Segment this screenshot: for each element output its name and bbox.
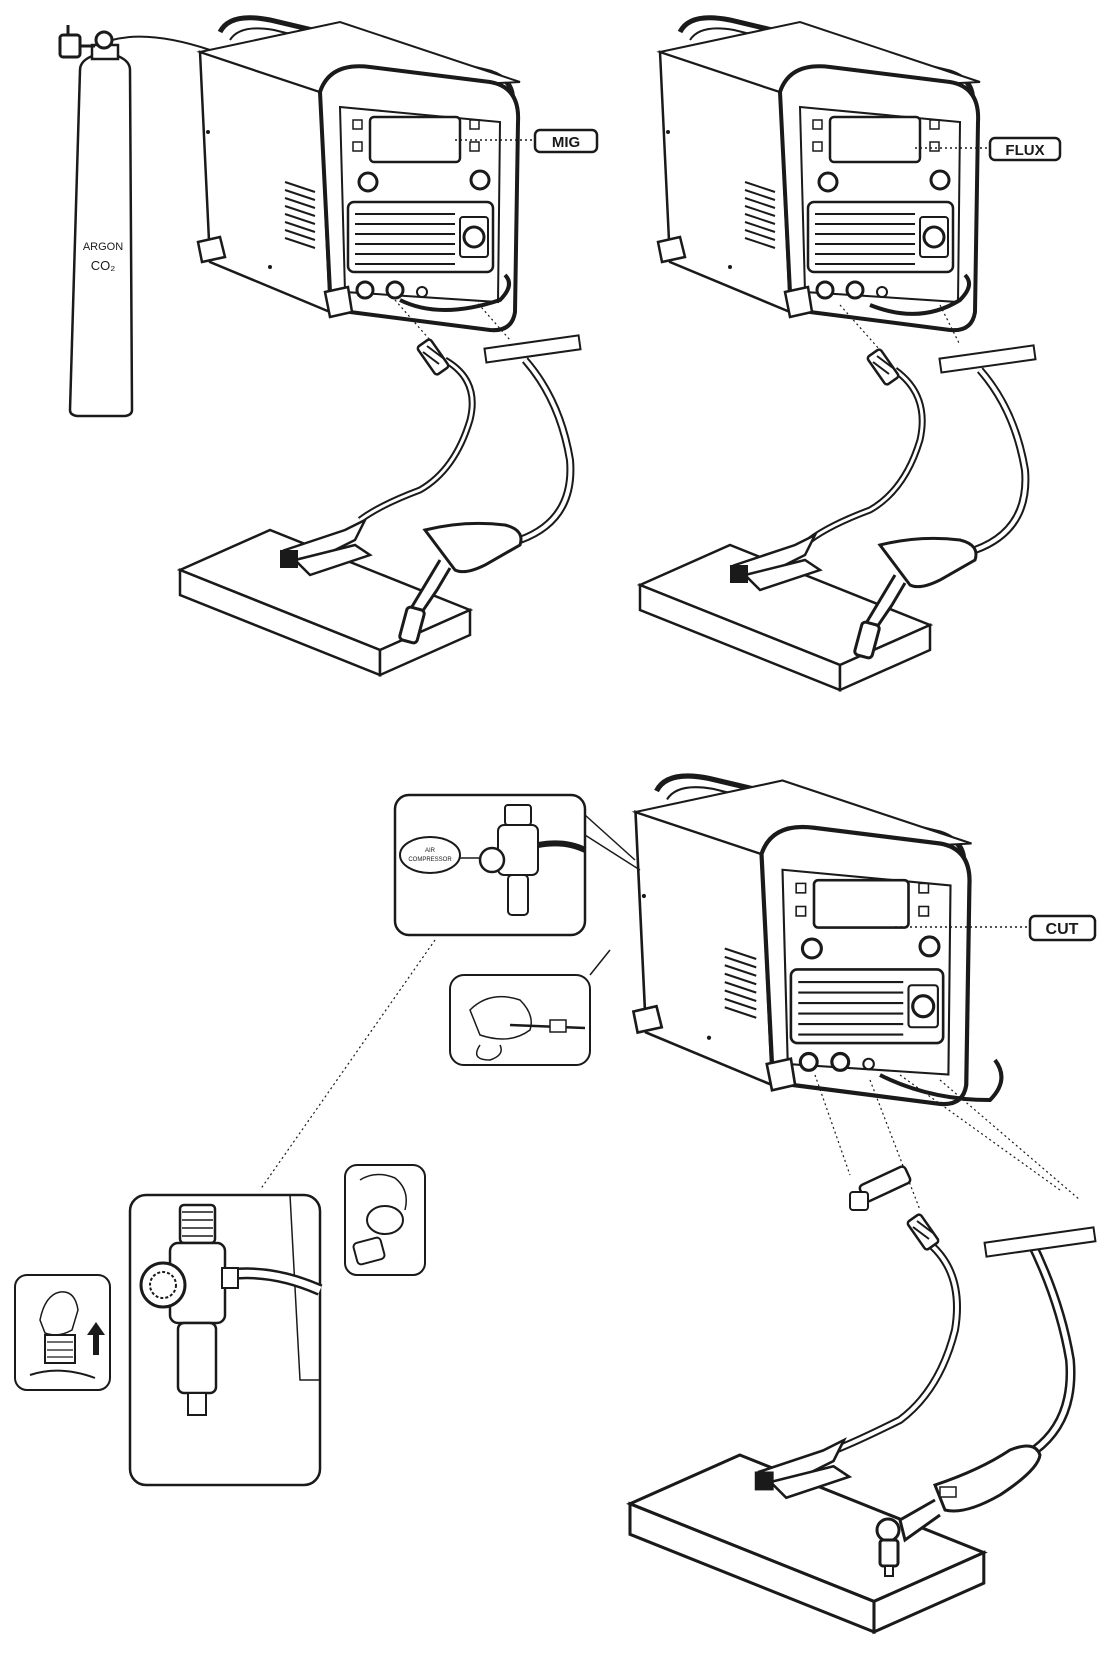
torch-plug [905, 1212, 941, 1252]
flux-setup: FLUX [638, 18, 1062, 692]
regulator-detail-inset [128, 1193, 323, 1487]
gas-hose [111, 35, 211, 51]
mig-setup: ARGON CO₂ MIG [58, 18, 599, 677]
flux-label: FLUX [1005, 142, 1044, 159]
flux-label-box [988, 136, 1062, 162]
plasma-torch [875, 1444, 1042, 1577]
earth-cable [833, 1236, 961, 1454]
torch-plug [865, 347, 901, 387]
cylinder-label-line1: ARGON [83, 241, 123, 253]
compressor-label-line1: AIR [425, 848, 436, 854]
connection-guides [839, 304, 961, 351]
hose-connection-inset [449, 949, 611, 1066]
welder-machine [198, 18, 520, 330]
cable-tag [483, 334, 582, 364]
cut-label-box [1028, 914, 1097, 942]
cylinder-label-line2: CO₂ [91, 258, 116, 273]
air-plug [849, 1165, 912, 1211]
cable-tag [938, 344, 1037, 374]
cable-tag [983, 1226, 1097, 1258]
torch-plug [415, 337, 451, 377]
drain-valve-inset [344, 1164, 426, 1276]
air-compressor-inset: AIR COMPRESSOR [393, 793, 641, 937]
mig-label: MIG [552, 134, 580, 151]
cut-setup: CUT AIR COMPRESSOR [14, 776, 1097, 1634]
earth-cable [807, 367, 926, 543]
gas-cylinder: ARGON CO₂ [58, 25, 134, 418]
compressor-label-line2: COMPRESSOR [408, 857, 452, 863]
plasma-torch-cable [1025, 1237, 1076, 1454]
knob-adjust-inset [14, 1274, 111, 1391]
welder-machine [633, 776, 971, 1104]
mig-label-box [533, 128, 599, 154]
earth-cable [357, 356, 476, 523]
cut-label: CUT [1046, 921, 1079, 938]
earth-clamp [753, 1438, 851, 1500]
welder-machine [658, 18, 980, 330]
inset-leader-line [259, 939, 436, 1191]
connection-guides [394, 299, 511, 341]
